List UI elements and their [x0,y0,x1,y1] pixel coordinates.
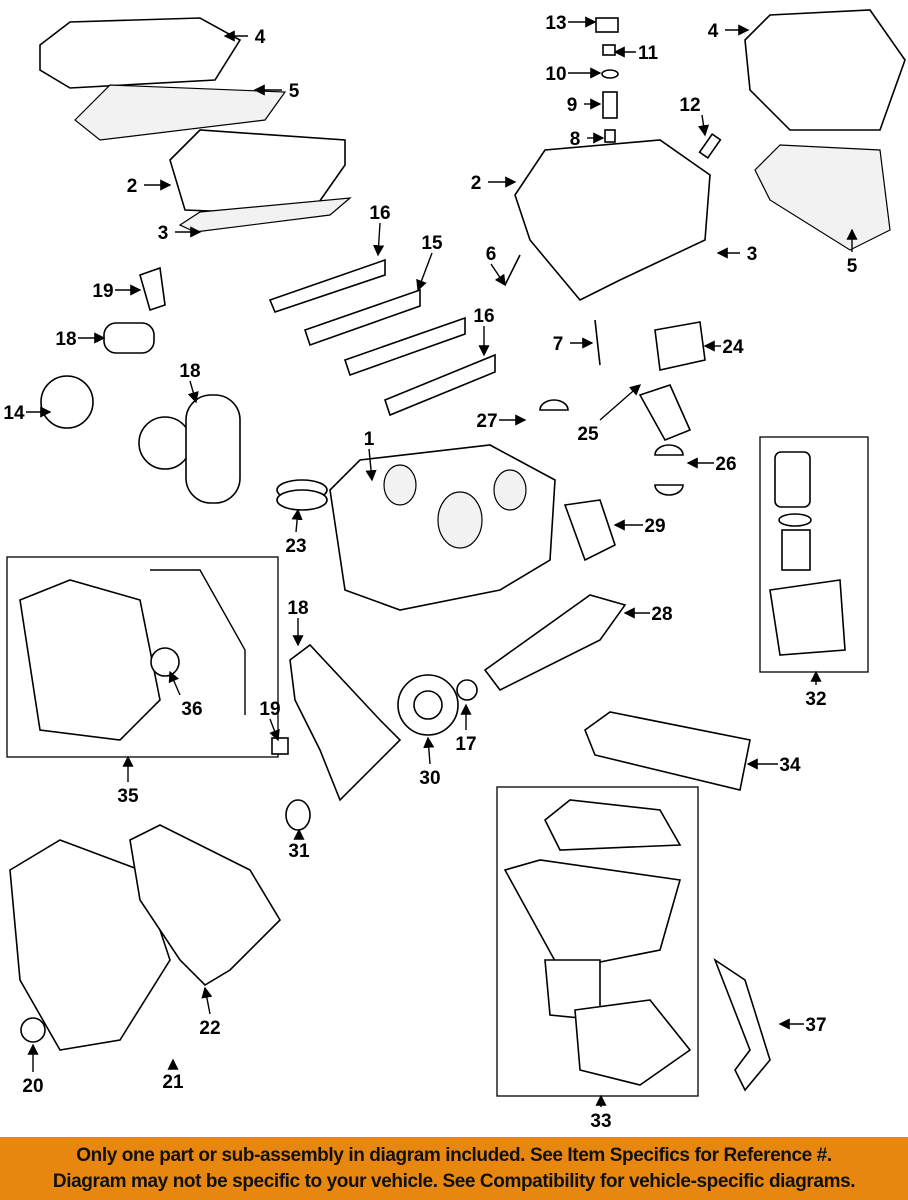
callout-label-3: 3 [158,223,169,244]
callout-label-33: 33 [590,1111,611,1132]
callout-label-3: 3 [747,244,758,265]
leader-line-19 [269,718,280,742]
callout-label-26: 26 [715,454,736,475]
leader-line-18 [187,380,199,404]
disclaimer-banner: Only one part or sub-assembly in diagram… [0,1137,908,1200]
leader-line-6 [490,263,506,287]
callout-label-30: 30 [419,768,440,789]
callout-label-8: 8 [570,129,581,150]
disclaimer-line-1: Only one part or sub-assembly in diagram… [76,1144,832,1166]
callout-label-18: 18 [55,329,76,350]
callout-label-2: 2 [471,173,482,194]
callout-label-5: 5 [847,256,858,277]
callout-label-31: 31 [288,841,310,862]
callout-label-29: 29 [644,516,665,537]
callout-label-16: 16 [473,306,494,327]
callout-label-4: 4 [708,21,719,42]
leader-line-23 [291,508,303,533]
callout-label-25: 25 [577,424,599,445]
callout-label-24: 24 [722,337,744,358]
leader-line-16 [373,222,385,257]
callout-label-34: 34 [779,755,801,776]
callout-label-10: 10 [545,64,566,85]
callout-label-32: 32 [805,689,826,710]
callout-label-12: 12 [679,95,700,116]
callout-label-15: 15 [421,233,443,254]
leader-line-22 [201,986,213,1015]
callout-label-16: 16 [369,203,390,224]
disclaimer-line-2: Diagram may not be specific to your vehi… [52,1170,856,1192]
callout-label-14: 14 [3,403,25,424]
callout-label-7: 7 [553,334,564,355]
callout-label-9: 9 [567,95,578,116]
callout-label-18: 18 [287,598,308,619]
parts-artwork [9,9,906,1092]
callout-label-13: 13 [545,13,566,34]
callout-label-19: 19 [259,699,280,720]
leader-line-15 [416,252,433,292]
callout-label-19: 19 [92,281,113,302]
callout-label-18: 18 [179,361,200,382]
leader-line-25 [599,384,642,421]
callout-label-6: 6 [486,244,497,265]
leader-line-1 [365,448,377,482]
leader-line-12 [698,114,710,137]
timing-cover-kit-box [6,556,279,758]
leader-line-36 [168,670,181,696]
callout-label-23: 23 [285,536,306,557]
callout-label-5: 5 [289,81,300,102]
callout-label-1: 1 [364,429,375,450]
callout-label-20: 20 [22,1076,43,1097]
callout-label-36: 36 [181,699,202,720]
callout-label-35: 35 [117,786,139,807]
callout-label-2: 2 [127,176,138,197]
callout-label-17: 17 [455,734,476,755]
leader-line-30 [423,736,435,765]
callout-label-4: 4 [255,27,266,48]
callout-label-22: 22 [199,1018,220,1039]
callout-label-28: 28 [651,604,672,625]
callout-label-21: 21 [162,1072,184,1093]
callout-label-11: 11 [638,43,659,64]
callout-label-37: 37 [805,1015,826,1036]
callout-label-27: 27 [476,411,497,432]
callout-leaders [26,16,858,1107]
